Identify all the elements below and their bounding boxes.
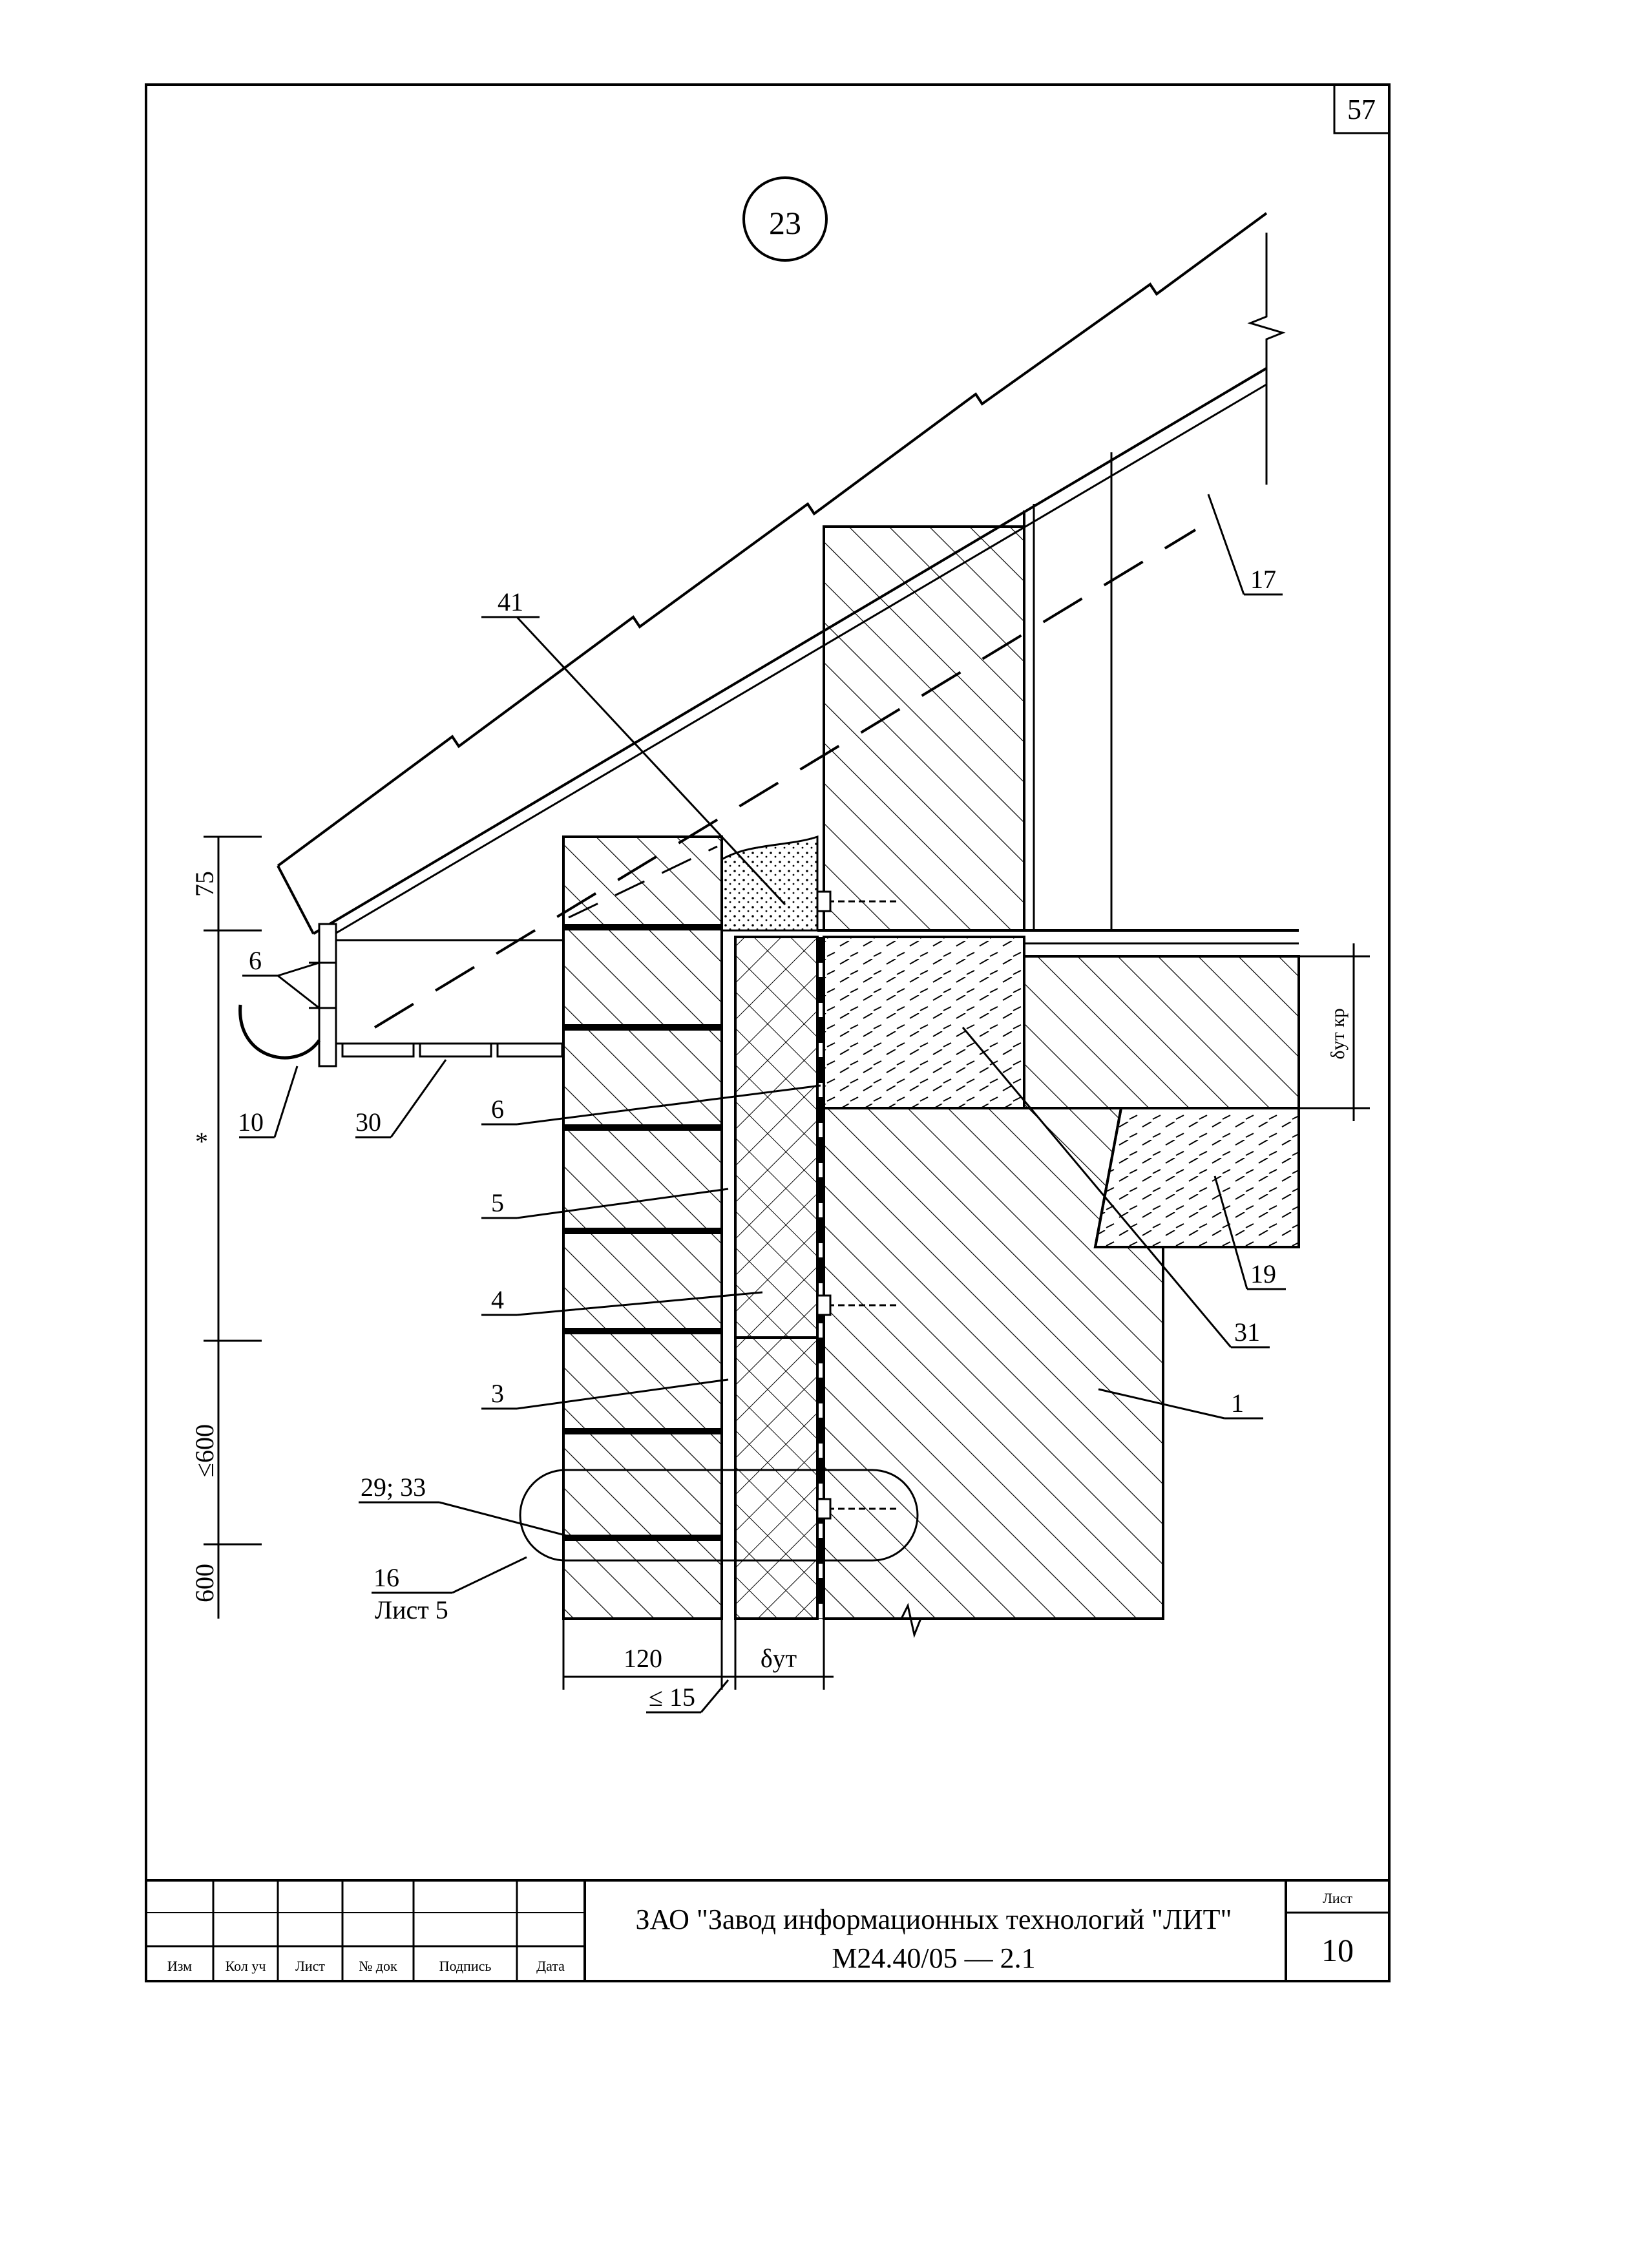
detail-number: 23 — [769, 205, 801, 241]
callout-1: 1 — [1098, 1388, 1263, 1420]
svg-text:3: 3 — [491, 1379, 504, 1408]
callout-6-wall: 6 — [481, 1084, 821, 1126]
callout-16: 16 Лист 5 — [372, 1556, 527, 1624]
callout-4: 4 — [481, 1285, 763, 1316]
title-block: Изм Кол уч Лист № док Подпись Дата ЗАО "… — [146, 1879, 1389, 1981]
dim-delta-ut: δут — [761, 1644, 797, 1673]
gutter — [238, 1004, 321, 1060]
callout-29-33: 29; 33 — [359, 1473, 576, 1539]
brick-facing — [562, 835, 723, 1620]
callout-6-eave: 6 — [242, 946, 320, 1009]
eave — [238, 923, 563, 1067]
sheet-number: 10 — [1321, 1932, 1354, 1968]
tb-col-n-dok: № док — [359, 1958, 397, 1974]
dim-le600: ≤600 — [190, 1424, 219, 1477]
callout-19: 19 — [1213, 1175, 1286, 1290]
dim-le15: ≤ 15 — [649, 1683, 695, 1712]
svg-text:16: 16 — [373, 1563, 399, 1592]
main-wall — [817, 452, 1300, 1639]
page-number-box: 57 — [1333, 83, 1391, 134]
anchor-top — [816, 890, 898, 912]
svg-text:10: 10 — [238, 1108, 264, 1137]
svg-text:41: 41 — [498, 587, 523, 616]
document-code: М24.40/05 — 2.1 — [832, 1942, 1035, 1974]
slab-insulation-dimension: δут кр — [1034, 943, 1370, 1121]
svg-text:17: 17 — [1250, 565, 1276, 594]
company-name: ЗАО "Завод информационных технологий "ЛИ… — [636, 1904, 1232, 1935]
tb-col-data: Дата — [536, 1958, 565, 1974]
svg-text:19: 19 — [1250, 1259, 1276, 1288]
dim-star: * — [195, 1127, 208, 1156]
roof-covering — [277, 212, 1268, 867]
sheet-label: Лист — [1323, 1890, 1352, 1906]
svg-text:Лист 5: Лист 5 — [375, 1595, 448, 1624]
drawing-frame — [145, 83, 1391, 1982]
callout-17: 17 — [1207, 494, 1283, 596]
svg-text:31: 31 — [1234, 1318, 1260, 1347]
callout-41: 41 — [481, 587, 786, 906]
wall-anchors — [816, 890, 898, 1520]
svg-text:1: 1 — [1231, 1389, 1244, 1418]
dim-600: 600 — [190, 1564, 219, 1602]
detail-16-outline — [519, 1469, 919, 1562]
tb-col-podpis: Подпись — [439, 1958, 492, 1974]
anchor-bottom — [816, 1498, 898, 1520]
insulation-layer — [720, 936, 824, 1620]
svg-text:6: 6 — [491, 1095, 504, 1124]
svg-text:30: 30 — [355, 1108, 381, 1137]
horizontal-dimensions: 120 δут ≤ 15 — [562, 1619, 834, 1714]
svg-text:29; 33: 29; 33 — [361, 1473, 426, 1502]
callout-31: 31 — [961, 1027, 1270, 1349]
dim-120: 120 — [624, 1644, 662, 1673]
callout-30: 30 — [355, 1059, 447, 1139]
dim-75: 75 — [190, 871, 219, 897]
dim-delta-ut-kr: δут кр — [1327, 1008, 1349, 1059]
tb-col-list: Лист — [295, 1958, 325, 1974]
svg-text:4: 4 — [491, 1285, 504, 1314]
callout-3: 3 — [481, 1378, 729, 1410]
page-number: 57 — [1347, 94, 1376, 125]
top-fill — [720, 835, 819, 932]
detail-marker: 23 — [742, 176, 828, 262]
svg-text:6: 6 — [249, 946, 262, 975]
roof-assembly — [277, 212, 1286, 1029]
callouts: 41 17 6 10 30 6 — [238, 494, 1286, 1624]
svg-text:5: 5 — [491, 1188, 504, 1217]
callout-10: 10 — [238, 1066, 299, 1139]
anchor-middle — [816, 1294, 898, 1316]
callout-5: 5 — [481, 1188, 729, 1219]
tb-col-kol-uch: Кол уч — [226, 1958, 266, 1974]
tb-col-izm: Изм — [167, 1958, 192, 1974]
vertical-dimensions: 75 * ≤600 600 — [190, 835, 262, 1619]
